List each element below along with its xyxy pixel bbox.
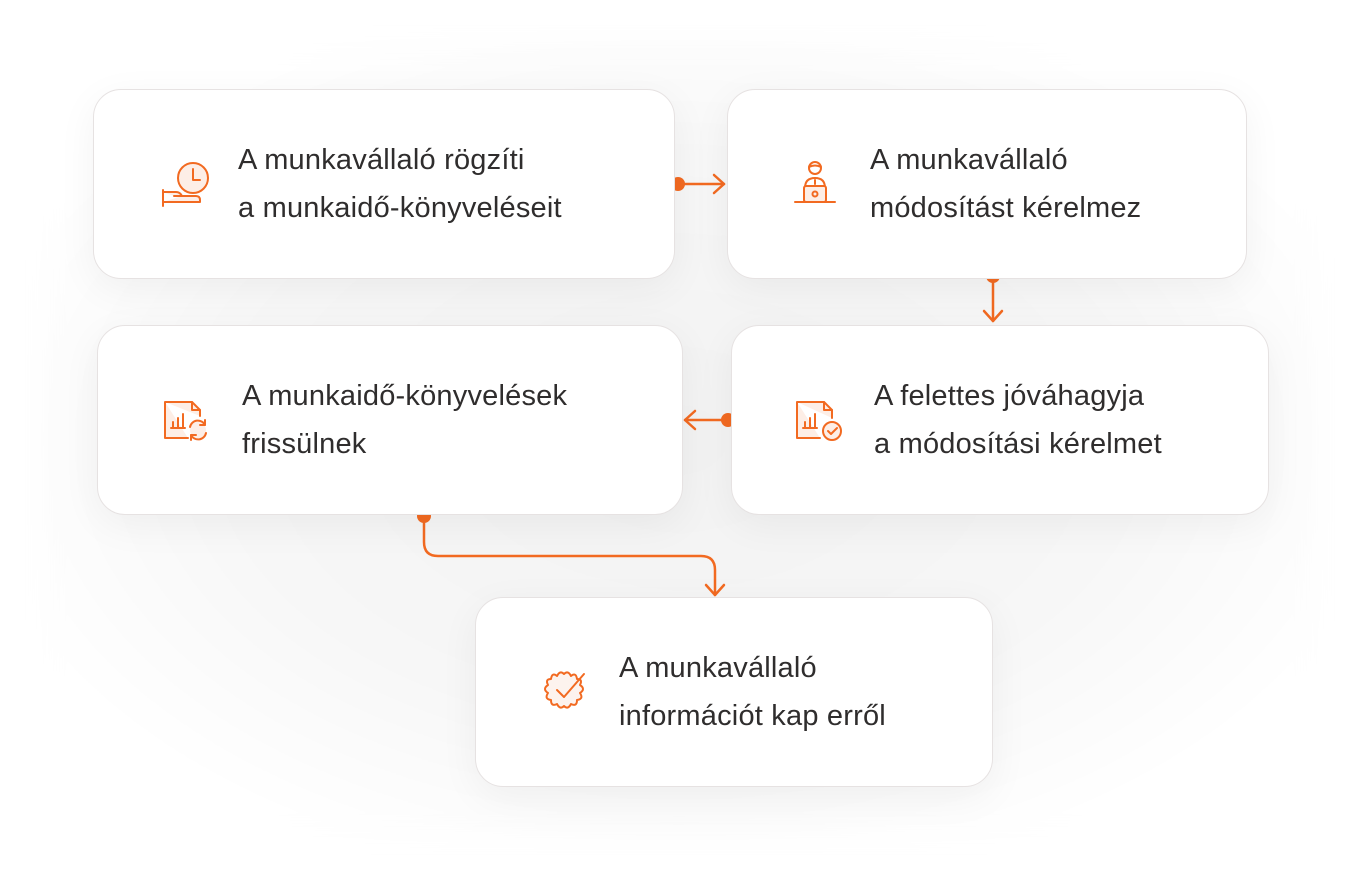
step-line: A felettes jóváhagyja [874,380,1145,412]
step-text: A felettes jóváhagyja a módosítási kérel… [874,372,1162,468]
step-line: A munkavállaló rögzíti [238,144,525,176]
step-line: A munkaidő-könyvelések [242,380,568,412]
arrow-step3-to-step4 [683,409,730,431]
step-line: A munkavállaló [870,144,1068,176]
step-card-5: A munkavállaló információt kap erről [475,597,993,787]
step-line: a munkaidő-könyveléseit [238,192,562,224]
step-line: információt kap erről [619,700,886,732]
step-text: A munkavállaló módosítást kérelmez [870,136,1141,232]
step-card-3: A felettes jóváhagyja a módosítási kérel… [731,325,1269,515]
person-laptop-icon [785,154,845,214]
document-refresh-icon [160,390,220,450]
arrow-step1-to-step2 [676,173,726,195]
step-card-2: A munkavállaló módosítást kérelmez [727,89,1247,279]
step-card-1: A munkavállaló rögzíti a munkaidő-könyve… [93,89,675,279]
step-line: frissülnek [242,428,367,460]
step-text: A munkaidő-könyvelések frissülnek [242,372,567,468]
clock-hand-icon [156,154,216,214]
step-text: A munkavállaló rögzíti a munkaidő-könyve… [238,136,562,232]
arrow-step4-to-step5 [422,514,726,597]
step-card-4: A munkaidő-könyvelések frissülnek [97,325,683,515]
step-line: A munkavállaló [619,652,817,684]
step-line: módosítást kérelmez [870,192,1142,224]
badge-check-icon [534,662,594,722]
step-text: A munkavállaló információt kap erről [619,644,886,740]
arrow-step2-to-step3 [982,274,1004,323]
step-line: a módosítási kérelmet [874,428,1162,460]
document-check-icon [792,390,852,450]
